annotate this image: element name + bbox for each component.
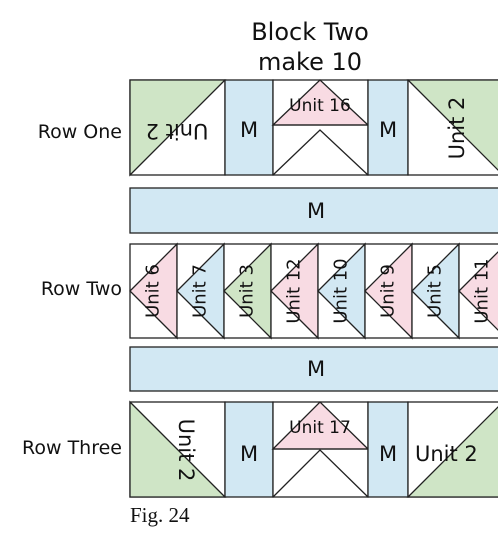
row-one-m-2-label: M <box>379 118 397 142</box>
row-two-label: Row Two <box>41 278 122 300</box>
row-one-m-2: M <box>367 79 409 176</box>
row-three-unit-center-label: Unit 17 <box>289 418 351 438</box>
row-two-unit-label: Unit 6 <box>143 264 164 318</box>
row-two-unit-6: Unit 9 <box>364 242 413 340</box>
row-one-unit-center: Unit 16 <box>271 79 370 176</box>
sashing-strip-2-label: M <box>307 357 325 381</box>
row-two-unit-7: Unit 5 <box>411 242 460 340</box>
row-three-m-1-label: M <box>240 442 258 466</box>
row-two-unit-4: Unit 12 <box>270 242 319 340</box>
row-two-unit-2: Unit 7 <box>176 242 225 340</box>
row-three-m-1: M <box>224 401 274 498</box>
row-two-unit-label: Unit 11 <box>472 258 493 323</box>
title-line-1: Block Two <box>251 18 369 46</box>
sashing-strip-1-label: M <box>307 199 325 223</box>
row-three: Unit 2 M Unit 17 M Unit 2 <box>129 400 498 498</box>
row-one: Unit 2 M Unit 16 M Unit 2 <box>129 79 498 177</box>
row-one-unit-center-label: Unit 16 <box>289 96 351 116</box>
row-two-unit-8: Unit 11 <box>458 243 498 339</box>
row-three-m-2: M <box>367 401 409 498</box>
row-three-unit-center: Unit 17 <box>271 401 370 498</box>
row-two-unit-3: Unit 3 <box>223 242 272 340</box>
row-three-unit-right: Unit 2 <box>406 401 498 498</box>
row-three-m-2-label: M <box>379 442 397 466</box>
title-line-2: make 10 <box>258 48 362 76</box>
row-three-label: Row Three <box>22 437 122 459</box>
row-one-m-1-label: M <box>240 118 258 142</box>
row-two-unit-1: Unit 6 <box>129 242 178 340</box>
row-three-unit-left-label: Unit 2 <box>174 419 198 482</box>
row-one-label: Row One <box>38 121 122 143</box>
row-two-unit-label: Unit 9 <box>378 264 399 318</box>
row-two-unit-label: Unit 12 <box>284 258 305 323</box>
row-one-unit-right-label: Unit 2 <box>445 97 469 160</box>
row-two: Unit 6 Unit 7 Unit 3 Unit 12 Unit 10 Unit 9 Un… <box>129 242 498 340</box>
row-one-m-1: M <box>224 79 274 176</box>
row-two-unit-5: Unit 10 <box>317 242 366 340</box>
row-two-unit-label: Unit 5 <box>425 264 446 318</box>
row-three-unit-left: Unit 2 <box>129 400 227 498</box>
row-two-unit-label: Unit 7 <box>190 264 211 318</box>
row-one-unit-left-label: Unit 2 <box>146 119 209 143</box>
row-one-unit-left: Unit 2 <box>129 79 227 177</box>
row-two-unit-label: Unit 3 <box>237 264 258 318</box>
sashing-strip-2: M <box>129 346 498 392</box>
row-one-unit-right: Unit 2 <box>406 79 498 176</box>
figure-caption: Fig. 24 <box>130 503 190 527</box>
row-three-unit-right-label: Unit 2 <box>415 442 478 466</box>
row-two-triangle-8 <box>458 251 498 331</box>
row-two-unit-label: Unit 10 <box>331 258 352 323</box>
sashing-strip-1: M <box>129 187 498 234</box>
